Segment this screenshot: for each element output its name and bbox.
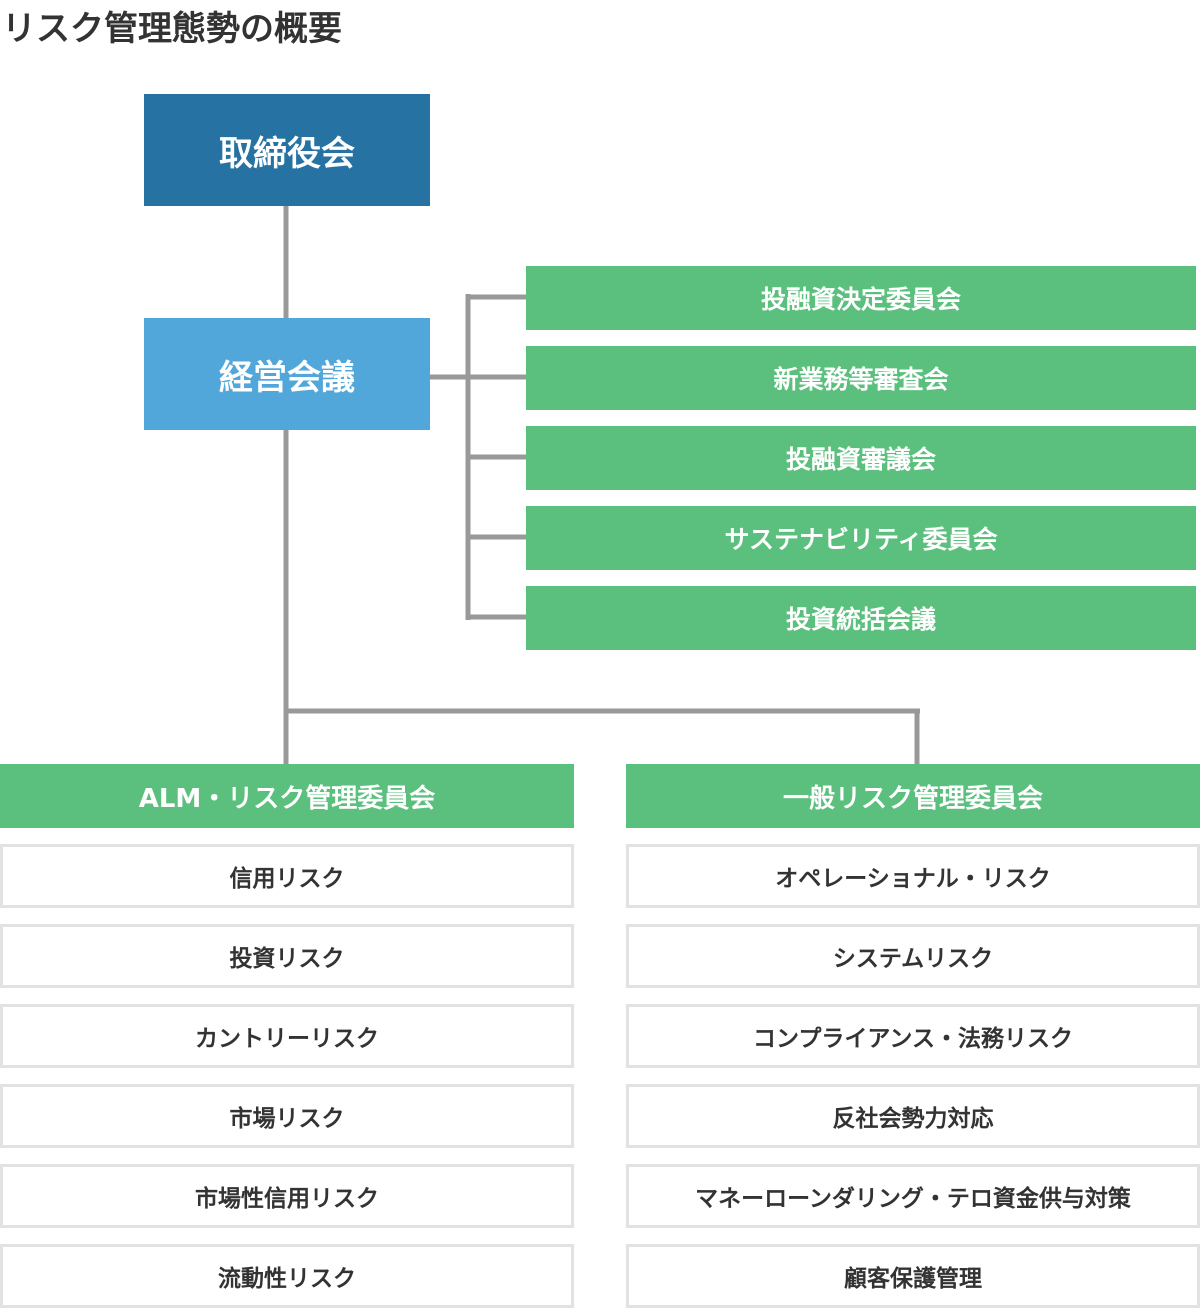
committee-sustainability: サステナビリティ委員会 [526, 506, 1196, 570]
risk-item-label: 市場性信用リスク [195, 1186, 379, 1212]
management-meeting-box: 経営会議 [144, 318, 430, 430]
risk-item-label: カントリーリスク [195, 1026, 379, 1052]
risk-item-label: 顧客保護管理 [844, 1266, 982, 1292]
risk-item-system: システムリスク [626, 924, 1200, 988]
committee-investment-loan-deliberation: 投融資審議会 [526, 426, 1196, 490]
general-risk-committee-header: 一般リスク管理委員会 [626, 764, 1200, 828]
risk-item-label: 反社会勢力対応 [832, 1106, 994, 1132]
risk-item-antisocial-forces: 反社会勢力対応 [626, 1084, 1200, 1148]
risk-item-liquidity: 流動性リスク [0, 1244, 574, 1308]
risk-item-aml-cft: マネーローンダリング・テロ資金供与対策 [626, 1164, 1200, 1228]
committee-investment-loan-decision: 投融資決定委員会 [526, 266, 1196, 330]
risk-item-label: 市場リスク [229, 1106, 345, 1132]
risk-committee-label: ALM・リスク管理委員会 [138, 783, 436, 814]
risk-item-compliance-legal: コンプライアンス・法務リスク [626, 1004, 1200, 1068]
risk-item-label: コンプライアンス・法務リスク [753, 1026, 1073, 1052]
alm-risk-committee-header: ALM・リスク管理委員会 [0, 764, 574, 828]
risk-item-market: 市場リスク [0, 1084, 574, 1148]
risk-item-operational: オペレーショナル・リスク [626, 844, 1200, 908]
management-meeting-label: 経営会議 [219, 357, 355, 398]
risk-item-market-credit: 市場性信用リスク [0, 1164, 574, 1228]
committee-label: 投融資決定委員会 [760, 285, 961, 314]
board-of-directors-box: 取締役会 [144, 94, 430, 206]
risk-item-label: マネーローンダリング・テロ資金供与対策 [695, 1186, 1131, 1212]
risk-committee-label: 一般リスク管理委員会 [782, 783, 1043, 814]
board-of-directors-label: 取締役会 [219, 133, 355, 174]
risk-item-label: 流動性リスク [218, 1266, 356, 1292]
risk-item-country: カントリーリスク [0, 1004, 574, 1068]
risk-item-label: オペレーショナル・リスク [775, 866, 1051, 892]
risk-item-customer-protection: 顧客保護管理 [626, 1244, 1200, 1308]
risk-item-label: システムリスク [832, 946, 994, 972]
committee-label: サステナビリティ委員会 [724, 525, 998, 554]
page-title: リスク管理態勢の概要 [2, 9, 342, 49]
committee-label: 投資統括会議 [785, 605, 936, 634]
risk-item-label: 信用リスク [229, 866, 345, 892]
committee-label: 新業務等審査会 [773, 365, 949, 394]
risk-item-credit: 信用リスク [0, 844, 574, 908]
committee-investment-oversight: 投資統括会議 [526, 586, 1196, 650]
committee-label: 投融資審議会 [785, 445, 936, 474]
risk-item-investment: 投資リスク [0, 924, 574, 988]
committee-new-business-review: 新業務等審査会 [526, 346, 1196, 410]
risk-item-label: 投資リスク [229, 946, 345, 972]
